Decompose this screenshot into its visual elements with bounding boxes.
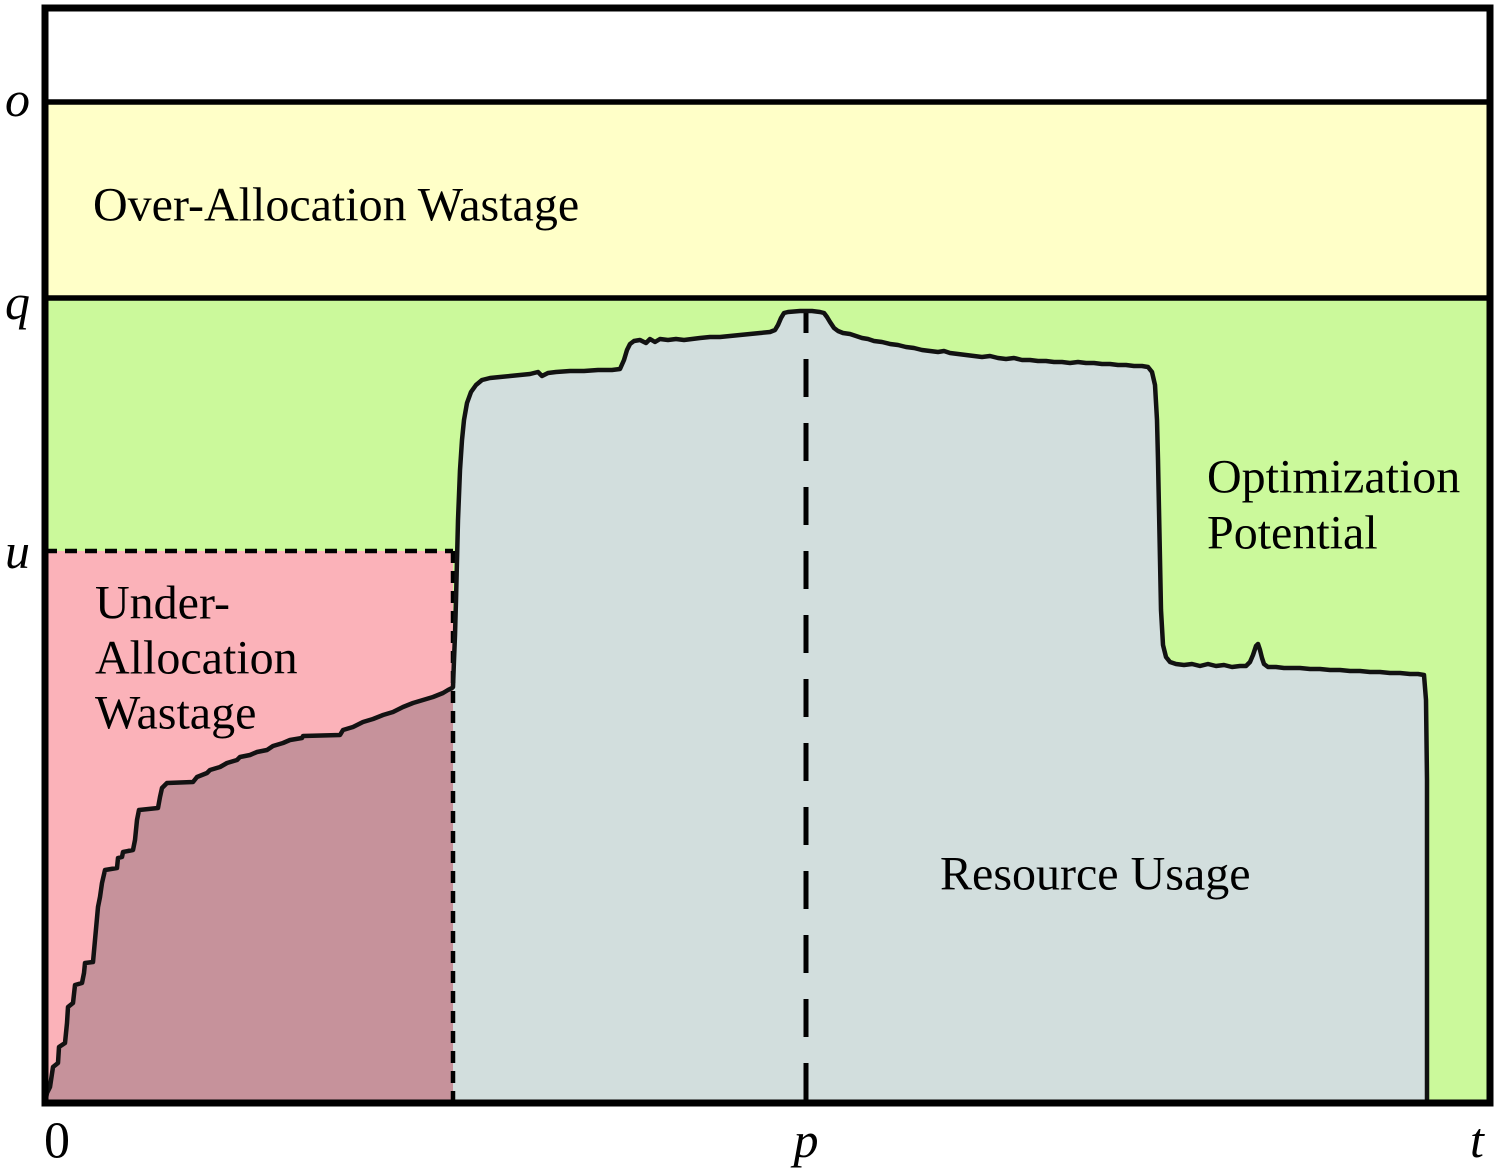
usage-under-fill xyxy=(45,687,453,1103)
under-allocation-label-line3: Wastage xyxy=(95,687,256,740)
y-tick-q: q xyxy=(5,274,30,330)
optimization-label-line1: Optimization xyxy=(1207,451,1460,504)
over-allocation-band xyxy=(45,102,1490,298)
x-tick-t: t xyxy=(1470,1112,1485,1168)
usage-fill xyxy=(453,311,1427,1103)
under-allocation-label-line1: Under- xyxy=(95,577,230,630)
usage-curve xyxy=(42,308,1430,1106)
headroom-band xyxy=(45,8,1490,102)
resource-usage-label: Resource Usage xyxy=(940,848,1251,901)
y-tick-u: u xyxy=(5,523,30,579)
over-allocation-label: Over-Allocation Wastage xyxy=(93,179,579,232)
optimization-label-line2: Potential xyxy=(1207,507,1378,560)
x-tick-zero: 0 xyxy=(44,1113,70,1170)
y-tick-o: o xyxy=(5,71,30,127)
x-tick-p: p xyxy=(791,1112,819,1168)
under-allocation-label-line2: Allocation xyxy=(95,632,298,685)
plot-border xyxy=(41,4,1494,1107)
